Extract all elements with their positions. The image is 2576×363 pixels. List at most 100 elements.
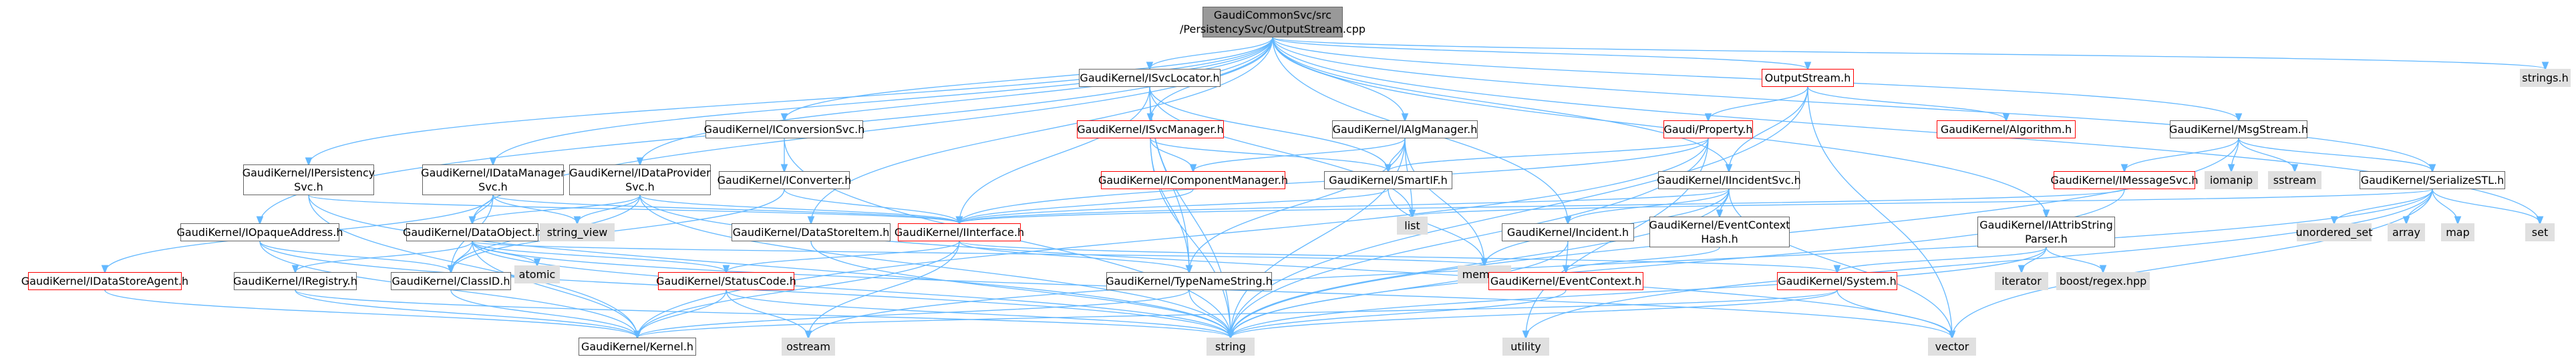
node-utility[interactable]: utility	[1502, 338, 1549, 356]
edge-iopaque_address-to-class_id	[259, 241, 451, 272]
edge-idata_provider_svc-to-string_view	[577, 195, 641, 223]
edge-status_code-to-kernel	[637, 289, 727, 338]
node-idatastoreagent-h[interactable]: GaudiKernel/IDataStoreAgent.h	[21, 272, 188, 290]
edge-msg_stream-to-imessage_svc	[2124, 138, 2239, 171]
node-algorithm-h[interactable]: GaudiKernel/Algorithm.h	[1937, 120, 2076, 138]
node-iconversionsvc-h[interactable]: GaudiKernel/IConversionSvc.h	[704, 120, 864, 138]
node-gaudi-property-h[interactable]: Gaudi/Property.h	[1663, 120, 1753, 138]
node-sstream[interactable]: sstream	[2268, 171, 2321, 189]
node-outputstream-h[interactable]: OutputStream.h	[1762, 69, 1854, 87]
edge-output_stream_h-to-algorithm	[1807, 86, 2006, 120]
edge-property-to-kernel	[637, 138, 1709, 338]
edge-iattrib_string_parser-to-system	[1837, 247, 2047, 272]
node-datastoreitem-h[interactable]: GaudiKernel/DataStoreItem.h	[732, 223, 891, 241]
edge-property-to-smart_if	[1388, 138, 1709, 171]
edge-root-to-idata_manager_svc	[493, 37, 1273, 164]
node-atomic[interactable]: atomic	[514, 265, 560, 283]
node-smartif-h[interactable]: GaudiKernel/SmartIF.h	[1324, 171, 1452, 189]
node-string[interactable]: string	[1206, 338, 1255, 356]
node-outputstream-cpp[interactable]: GaudiCommonSvc/src /PersistencySvc/Outpu…	[1180, 7, 1365, 37]
edge-output_stream_h-to-property	[1708, 86, 1808, 120]
node-isvcmanager-h[interactable]: GaudiKernel/ISvcManager.h	[1077, 120, 1224, 138]
edge-idata_provider_svc-to-string	[639, 195, 1231, 338]
node-system-h[interactable]: GaudiKernel/System.h	[1777, 272, 1897, 290]
edge-iinterface-to-status_code	[726, 241, 960, 272]
edge-data_object-to-iregistry	[295, 241, 473, 272]
edge-iconverter-to-class_id	[451, 189, 785, 272]
edge-iattrib_string_parser-to-boost_regex	[2046, 247, 2103, 272]
node-msgstream-h[interactable]: GaudiKernel/MsgStream.h	[2169, 120, 2308, 138]
node-ipersistencysvc-h[interactable]: GaudiKernel/IPersistency Svc.h	[243, 164, 375, 195]
edge-isvc_locator-to-smart_if	[1149, 86, 1388, 171]
edge-data_object-to-status_code	[472, 241, 726, 272]
node-incident-h[interactable]: GaudiKernel/Incident.h	[1502, 223, 1634, 241]
node-icomponentmanager-h[interactable]: GaudiKernel/IComponentManager.h	[1098, 171, 1288, 189]
node-kernel-h[interactable]: GaudiKernel/Kernel.h	[579, 338, 696, 356]
edge-idata_store_agent-to-kernel	[104, 289, 637, 338]
node-idatamanagersvc-h[interactable]: GaudiKernel/IDataManager Svc.h	[421, 164, 565, 195]
node-array[interactable]: array	[2388, 223, 2425, 241]
edge-imessage_svc-to-string	[1231, 189, 2125, 338]
edge-property-to-string	[1231, 138, 1709, 338]
edge-isvc_locator-to-iinterface	[959, 86, 1150, 223]
node-list[interactable]: list	[1397, 217, 1428, 235]
edge-event_context-to-string	[1231, 289, 1567, 338]
edge-serialize_stl-to-list	[1412, 189, 2433, 217]
edge-root-to-ialg_manager	[1272, 37, 1405, 120]
edge-data_object-to-kernel	[472, 241, 637, 338]
node-ialgmanager-h[interactable]: GaudiKernel/IAlgManager.h	[1332, 120, 1478, 138]
edge-data_object-to-string	[472, 241, 1231, 338]
node-unordered-set[interactable]: unordered_set	[2295, 223, 2373, 241]
node-set[interactable]: set	[2525, 223, 2555, 241]
node-imessagesvc-h[interactable]: GaudiKernel/IMessageSvc.h	[2050, 171, 2199, 189]
edge-iconverter-to-iinterface	[784, 189, 959, 223]
node-string-view[interactable]: string_view	[540, 223, 615, 241]
edge-idata_manager_svc-to-data_object	[472, 195, 494, 223]
node-iattribstringparser-h[interactable]: GaudiKernel/IAttribString Parser.h	[1977, 217, 2115, 247]
edge-ipersistency_svc-to-iinterface	[308, 195, 959, 223]
node-eventcontexthash-h[interactable]: GaudiKernel/EventContext Hash.h	[1649, 217, 1790, 247]
edge-idata_manager_svc-to-iinterface	[492, 195, 959, 223]
node-map[interactable]: map	[2441, 223, 2474, 241]
node-iregistry-h[interactable]: GaudiKernel/IRegistry.h	[233, 272, 357, 290]
edge-serialize_stl-to-utility	[1526, 189, 2433, 338]
edge-iinterface-to-kernel	[637, 241, 960, 338]
edge-smart_if-to-memory	[1388, 189, 1484, 265]
node-iterator[interactable]: iterator	[1995, 272, 2048, 290]
node-iopaqueaddress-h[interactable]: GaudiKernel/IOpaqueAddress.h	[177, 223, 343, 241]
node-ostream[interactable]: ostream	[782, 338, 835, 356]
node-dataobject-h[interactable]: GaudiKernel/DataObject.h	[403, 223, 542, 241]
edge-incident-to-string	[1231, 241, 1569, 338]
node-classid-h[interactable]: GaudiKernel/ClassID.h	[391, 272, 511, 290]
node-iincidentsvc-h[interactable]: GaudiKernel/IIncidentSvc.h	[1657, 171, 1801, 189]
edge-isvc_locator-to-list	[1149, 86, 1412, 217]
edge-idata_provider_svc-to-vector	[639, 195, 1952, 338]
edge-event_context_hash-to-event_context	[1566, 247, 1720, 272]
node-isvclocator-h[interactable]: GaudiKernel/ISvcLocator.h	[1079, 69, 1221, 87]
node-typenamestring-h[interactable]: GaudiKernel/TypeNameString.h	[1106, 272, 1273, 290]
node-serializestl-h[interactable]: GaudiKernel/SerializeSTL.h	[2360, 171, 2505, 189]
edge-root-to-output_stream_h	[1272, 37, 1808, 69]
edge-serialize_stl-to-map	[2432, 189, 2458, 223]
edge-serialize_stl-to-ostream	[808, 189, 2433, 338]
node-boost-regex-hpp[interactable]: boost/regex.hpp	[2056, 272, 2150, 290]
edge-iregistry-to-string	[295, 289, 1231, 338]
node-statuscode-h[interactable]: GaudiKernel/StatusCode.h	[656, 272, 796, 290]
node-strings-h[interactable]: strings.h	[2520, 69, 2571, 87]
node-iinterface-h[interactable]: GaudiKernel/IInterface.h	[895, 223, 1024, 241]
edge-ialg_manager-to-type_name_string	[1189, 138, 1406, 272]
edge-iattrib_string_parser-to-string	[1231, 247, 2047, 338]
node-iomanip[interactable]: iomanip	[2205, 171, 2258, 189]
node-iconverter-h[interactable]: GaudiKernel/IConverter.h	[717, 171, 851, 189]
node-vector[interactable]: vector	[1928, 338, 1976, 356]
edge-type_name_string-to-kernel	[637, 289, 1190, 338]
node-idataprovidersvc-h[interactable]: GaudiKernel/IDataProvider Svc.h	[569, 164, 711, 195]
edge-ipersistency_svc-to-string	[308, 195, 1231, 338]
edge-smart_if-to-iinterface	[959, 189, 1389, 223]
edge-output_stream_h-to-iincident_svc	[1729, 86, 1808, 171]
edge-root-to-isvc_locator	[1150, 37, 1273, 69]
node-eventcontext-h[interactable]: GaudiKernel/EventContext.h	[1488, 272, 1643, 290]
edge-iincident_svc-to-incident	[1568, 189, 1730, 223]
edge-iinterface-to-system	[959, 241, 1837, 272]
